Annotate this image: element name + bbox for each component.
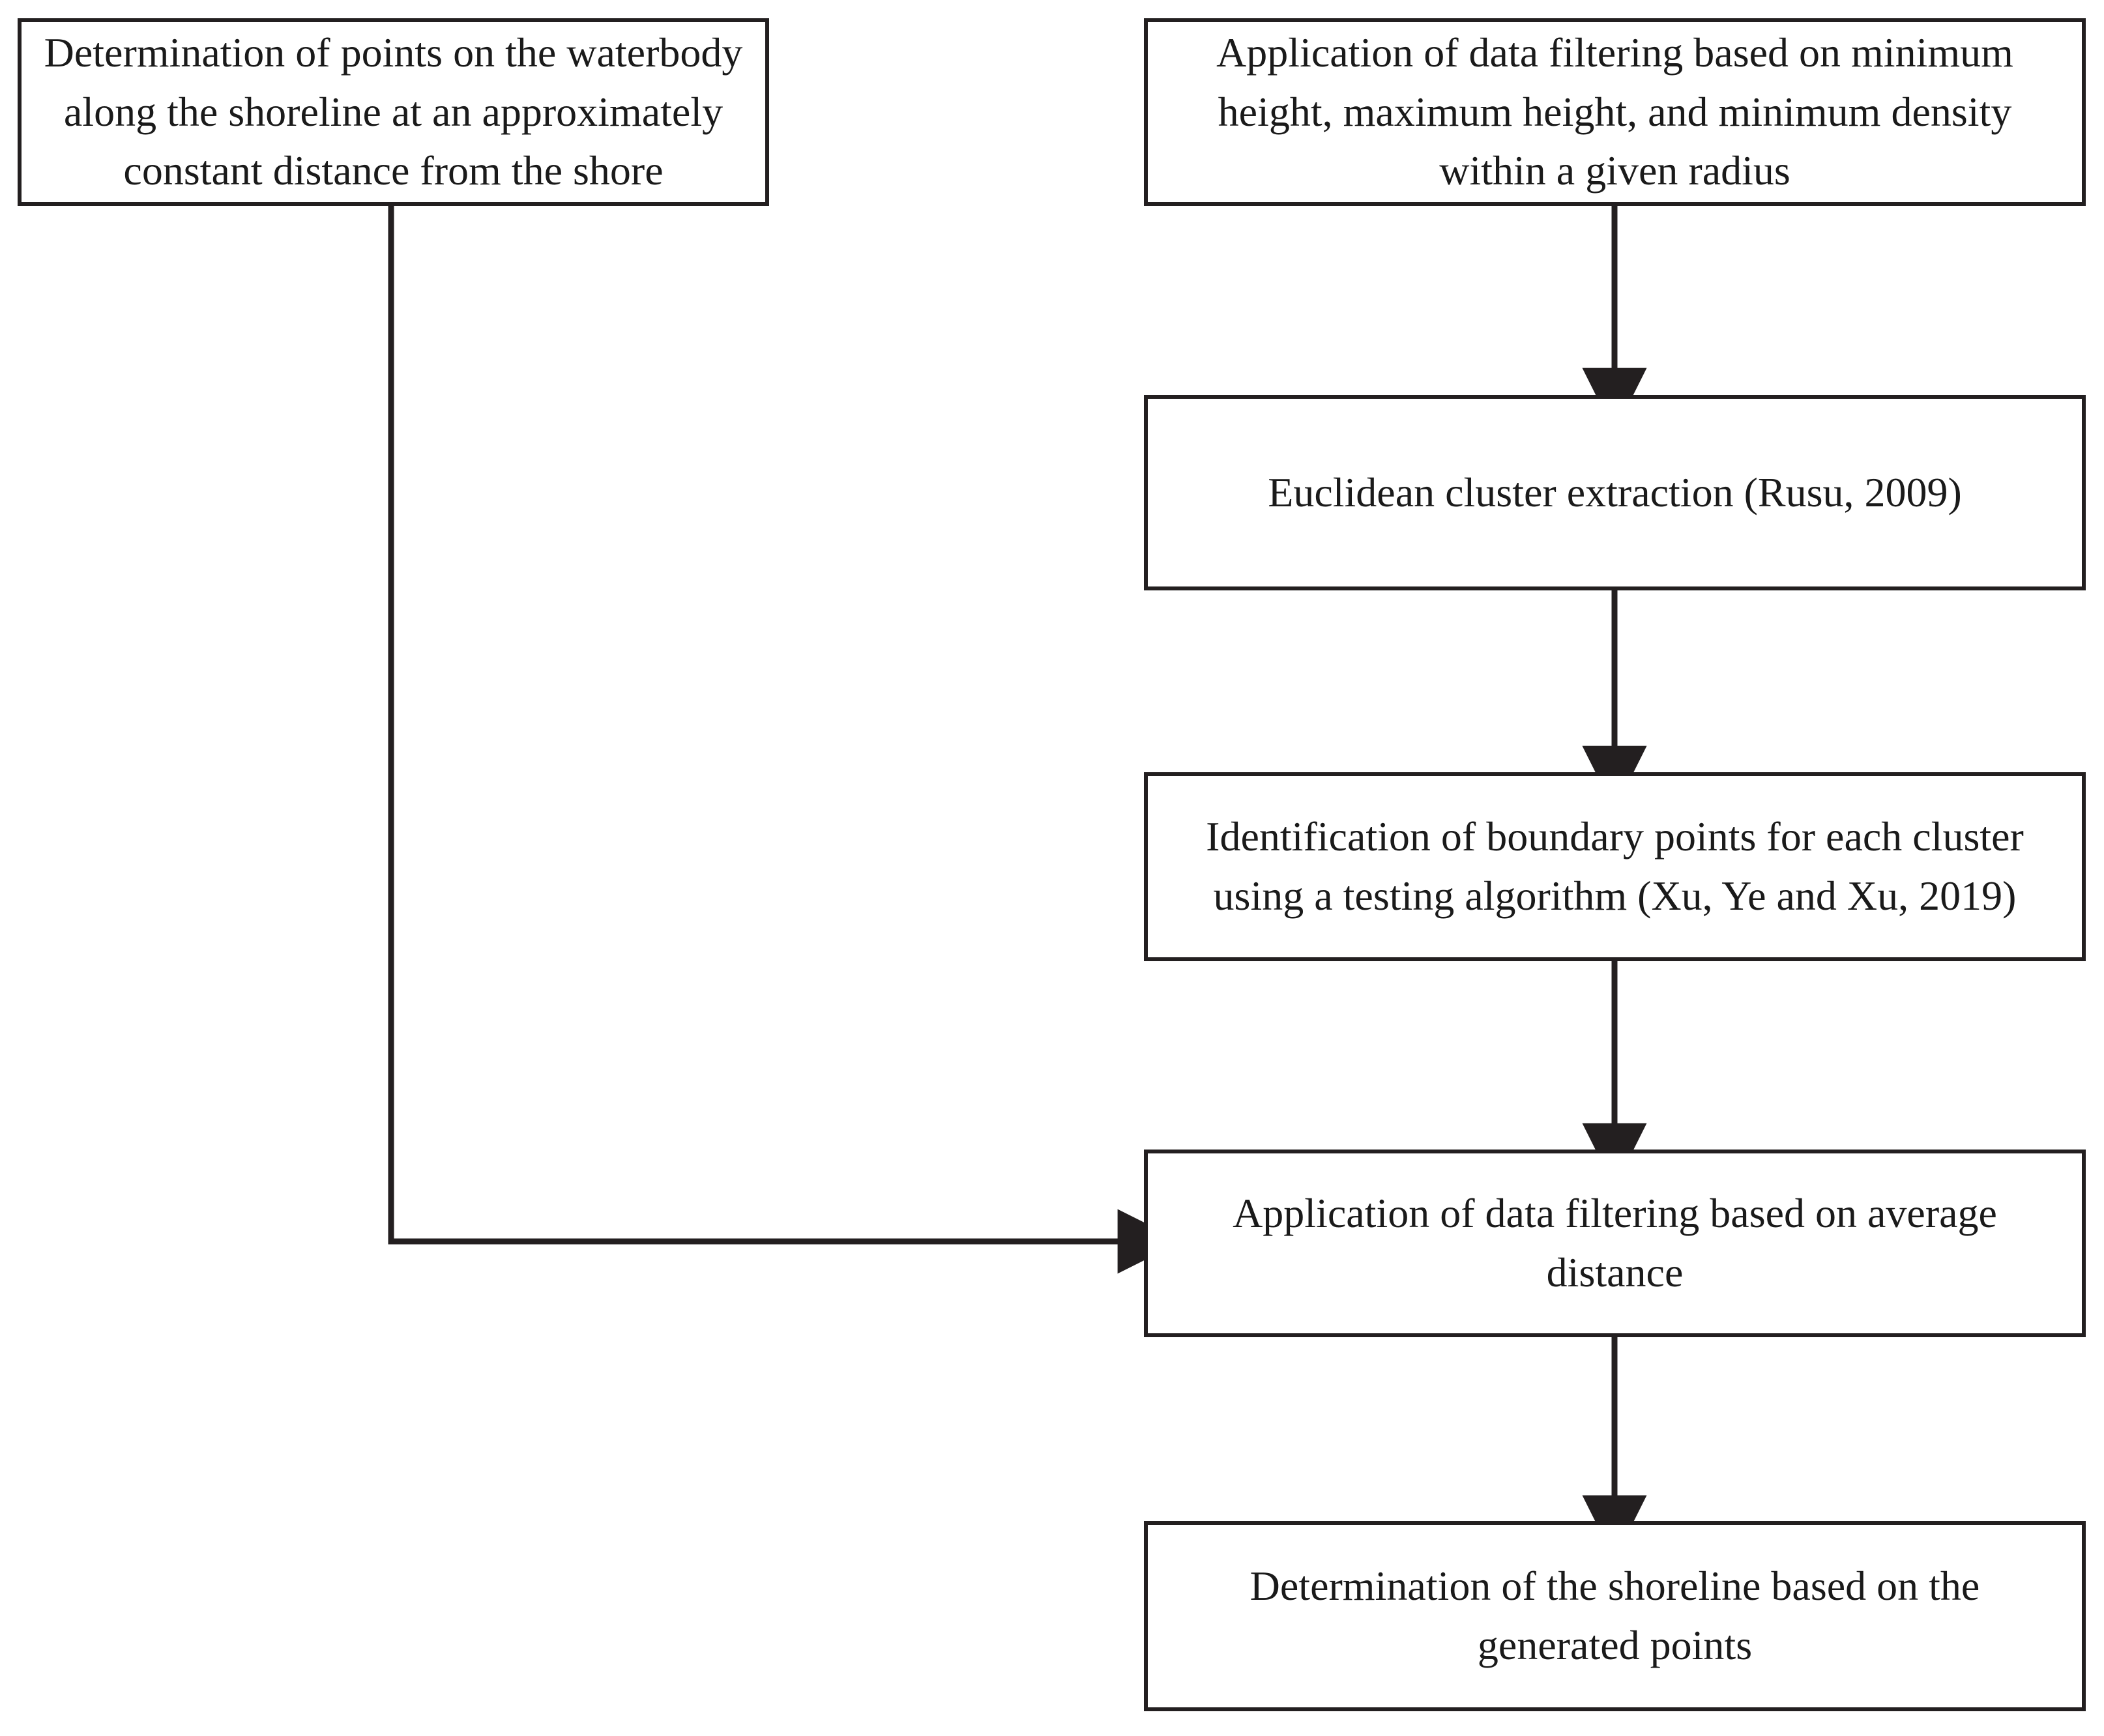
node-euclidean-cluster-extraction[interactable]: Euclidean cluster extraction (Rusu, 2009… [1144, 395, 2086, 590]
node-label-boundary-point-identification: Identification of boundary points for ea… [1206, 813, 2024, 919]
edge-waterbody-to-avgdistance [388, 206, 1182, 1274]
node-waterbody-points[interactable]: Determination of points on the waterbody… [18, 18, 769, 206]
node-filter-average-distance[interactable]: Application of data filtering based on a… [1144, 1150, 2086, 1337]
node-label-filter-average-distance: Application of data filtering based on a… [1233, 1190, 1997, 1295]
node-label-shoreline-determination: Determination of the shoreline based on … [1249, 1563, 1980, 1668]
node-label-filter-height-density: Application of data filtering based on m… [1216, 29, 2013, 194]
node-shoreline-determination[interactable]: Determination of the shoreline based on … [1144, 1521, 2086, 1711]
node-label-waterbody-points: Determination of points on the waterbody… [44, 29, 743, 194]
node-filter-height-density[interactable]: Application of data filtering based on m… [1144, 18, 2086, 206]
node-boundary-point-identification[interactable]: Identification of boundary points for ea… [1144, 772, 2086, 961]
node-label-euclidean-cluster-extraction: Euclidean cluster extraction (Rusu, 2009… [1268, 469, 1962, 515]
